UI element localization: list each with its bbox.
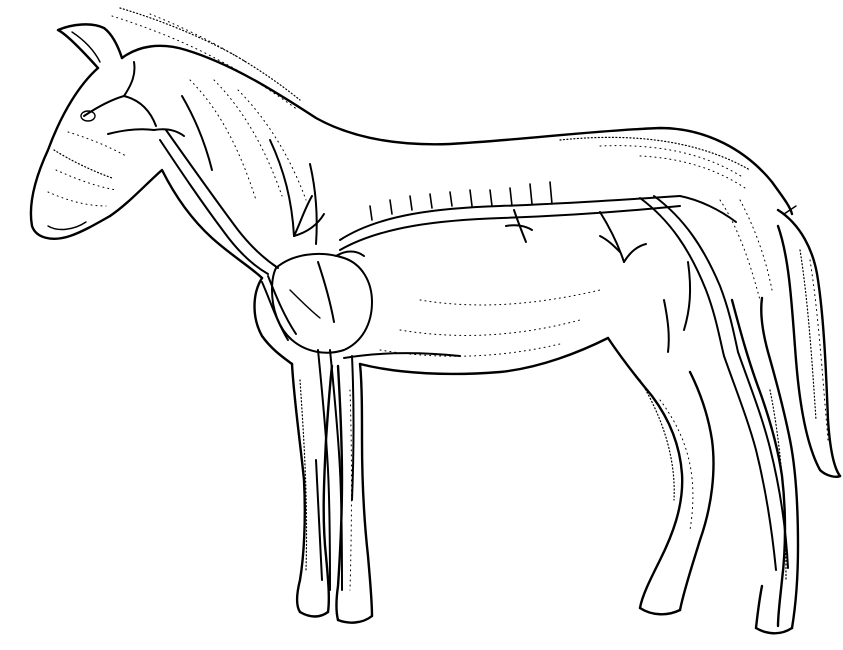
intercostal-branches: [370, 182, 552, 220]
blood-vessels: [81, 62, 788, 590]
horse-body-outline: [31, 24, 840, 476]
hind-legs: [608, 298, 798, 633]
front-legs: [292, 364, 372, 623]
